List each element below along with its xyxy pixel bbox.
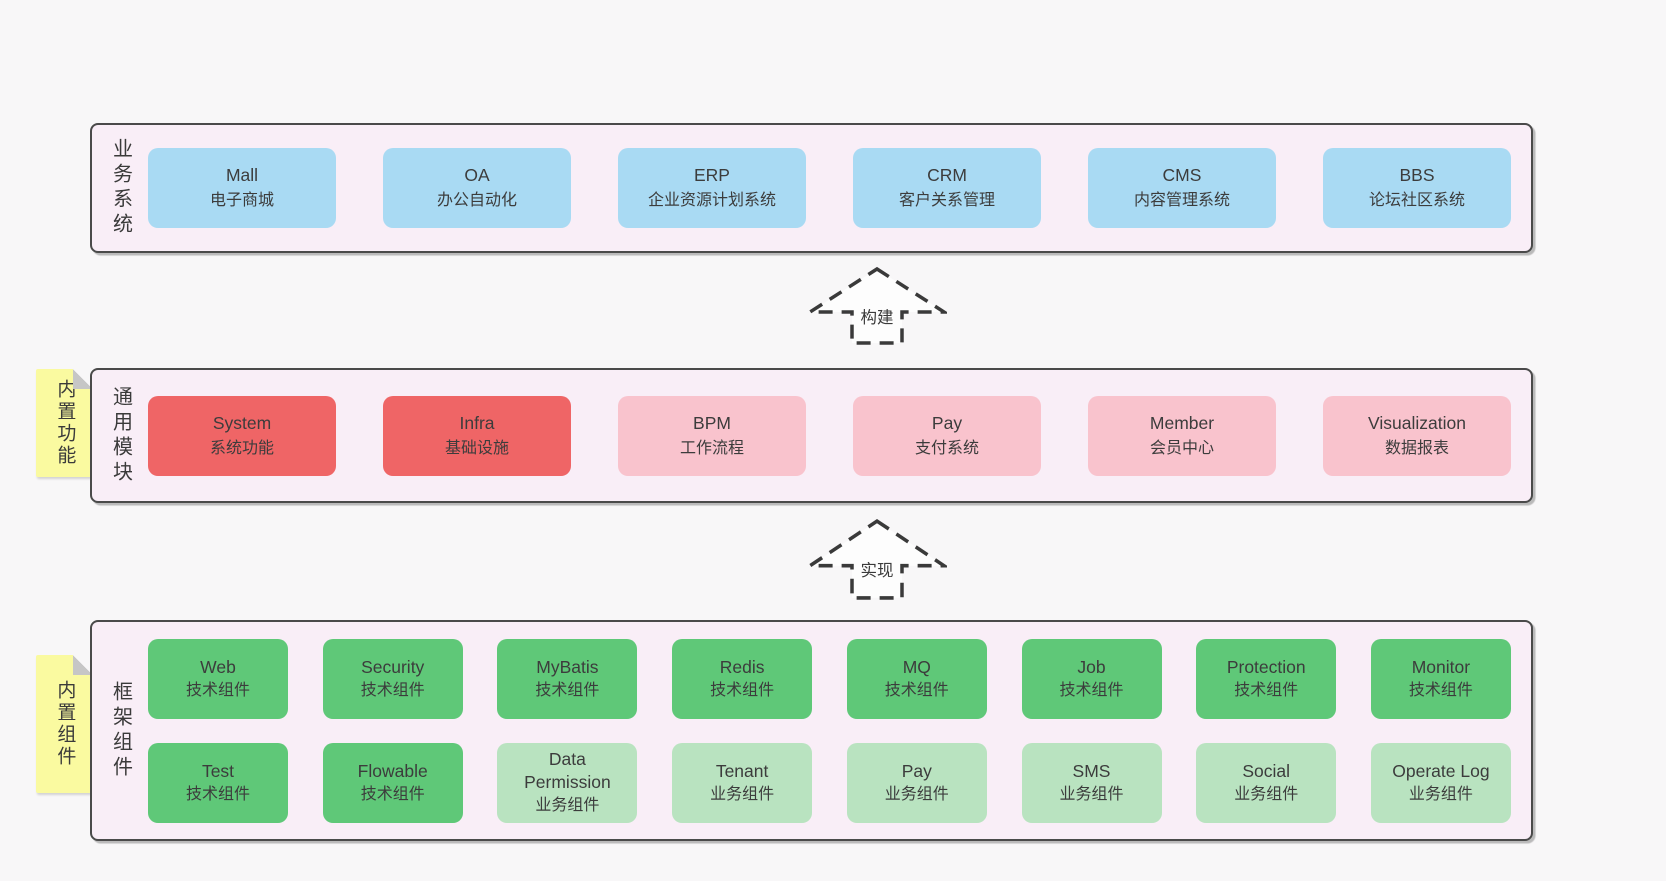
- business-systems-layer: 业务系统 Mall 电子商城 OA 办公自动化 ERP 企业资源计划系统 CRM…: [90, 123, 1533, 253]
- implement-arrow-label: 实现: [857, 557, 897, 582]
- framework-components-layer: 框架组件 Web 技术组件 Security 技术组件 MyBatis 技术组件…: [90, 620, 1533, 841]
- box-tenant: Tenant 业务组件: [672, 742, 813, 823]
- box-monitor: Monitor 技术组件: [1370, 638, 1511, 719]
- layer-label-business: 业务系统: [109, 138, 132, 238]
- sticky-note-builtin-components: 内置组件: [36, 655, 93, 793]
- box-flowable: Flowable 技术组件: [322, 742, 463, 823]
- box-infra: Infra 基础设施: [383, 395, 571, 476]
- box-visualization: Visualization 数据报表: [1323, 395, 1511, 476]
- implement-arrow: 实现: [807, 518, 947, 601]
- box-pay-component: Pay 业务组件: [846, 742, 987, 823]
- box-job: Job 技术组件: [1021, 638, 1162, 719]
- common-modules-layer: 通用模块 System 系统功能 Infra 基础设施 BPM 工作流程 Pay…: [90, 368, 1533, 503]
- box-erp: ERP 企业资源计划系统: [618, 148, 806, 228]
- box-cms: CMS 内容管理系统: [1088, 148, 1276, 228]
- build-arrow: 构建: [807, 266, 947, 346]
- business-boxes: Mall 电子商城 OA 办公自动化 ERP 企业资源计划系统 CRM 客户关系…: [148, 125, 1531, 251]
- sticky-note-builtin-features: 内置功能: [36, 369, 93, 477]
- box-mybatis: MyBatis 技术组件: [497, 638, 638, 719]
- sticky-note-label: 内置功能: [54, 379, 76, 467]
- box-crm: CRM 客户关系管理: [853, 148, 1041, 228]
- box-member: Member 会员中心: [1088, 395, 1276, 476]
- box-mall: Mall 电子商城: [148, 148, 336, 228]
- box-system: System 系统功能: [148, 395, 336, 476]
- box-redis: Redis 技术组件: [672, 638, 813, 719]
- layer-label-framework: 框架组件: [109, 680, 132, 781]
- box-web: Web 技术组件: [148, 638, 288, 719]
- box-protection: Protection 技术组件: [1196, 638, 1337, 719]
- box-bbs: BBS 论坛社区系统: [1323, 148, 1511, 228]
- box-social: Social 业务组件: [1196, 742, 1337, 823]
- sticky-note-label: 内置组件: [54, 680, 76, 768]
- box-sms: SMS 业务组件: [1021, 742, 1162, 823]
- framework-boxes: Web 技术组件 Security 技术组件 MyBatis 技术组件 Redi…: [148, 622, 1531, 839]
- box-data-permission: Data Permission 业务组件: [497, 742, 638, 823]
- box-test: Test 技术组件: [148, 742, 288, 823]
- box-security: Security 技术组件: [322, 638, 463, 719]
- build-arrow-label: 构建: [857, 303, 897, 328]
- box-mq: MQ 技术组件: [846, 638, 987, 719]
- box-operate-log: Operate Log 业务组件: [1370, 742, 1511, 823]
- box-pay-system: Pay 支付系统: [853, 395, 1041, 476]
- module-boxes: System 系统功能 Infra 基础设施 BPM 工作流程 Pay 支付系统…: [148, 370, 1531, 501]
- box-oa: OA 办公自动化: [383, 148, 571, 228]
- box-bpm: BPM 工作流程: [618, 395, 806, 476]
- layer-label-modules: 通用模块: [109, 385, 132, 486]
